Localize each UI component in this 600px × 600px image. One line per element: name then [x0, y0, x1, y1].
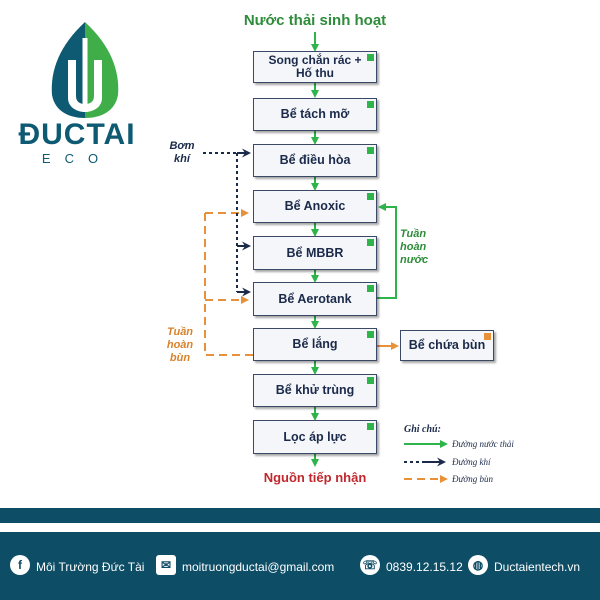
- step-song-chan-rac: Song chắn rác + Hố thu: [253, 51, 377, 83]
- logo-mark: [51, 22, 119, 118]
- step-label: Lọc áp lực: [283, 429, 347, 444]
- sludge-tank: Bể chứa bùn: [400, 330, 494, 361]
- divider-band: [0, 508, 600, 523]
- globe-icon[interactable]: ◍: [468, 555, 488, 575]
- brand-sub: ECO: [41, 151, 113, 166]
- step-label: Bể khử trùng: [275, 383, 355, 397]
- step-label: Bể tách mỡ: [280, 107, 350, 121]
- flow-connectors: [203, 32, 448, 483]
- step-loc-ap-luc: Lọc áp lực: [253, 420, 377, 454]
- step-be-aerotank: Bể Aerotank: [253, 282, 377, 316]
- step-label: Bể điều hòa: [279, 153, 351, 167]
- step-label: Bể Aerotank: [278, 291, 352, 306]
- water-recycle-label: Tuần hoàn nước: [400, 228, 429, 266]
- step-be-khu-trung: Bể khử trùng: [253, 374, 377, 407]
- facebook-icon[interactable]: f: [10, 555, 30, 575]
- brand-name: ĐUCTAI: [18, 118, 136, 151]
- email-icon[interactable]: ✉: [156, 555, 176, 575]
- phone-icon[interactable]: ☏: [360, 555, 380, 575]
- footer: [0, 532, 600, 600]
- source-label: Nước thải sinh hoạt: [243, 12, 387, 29]
- legend-title: Ghi chú:: [404, 424, 441, 435]
- legend: Ghi chú: Đường nước thải Đường khí Đường…: [404, 424, 554, 494]
- step-label: Bể Anoxic: [284, 199, 346, 213]
- step-label: Bể MBBR: [286, 245, 344, 260]
- sludge-recycle-label: Tuần hoàn bùn: [166, 326, 194, 364]
- step-be-mbbr: Bể MBBR: [253, 236, 377, 270]
- legend-item-sludge: Đường bùn: [452, 474, 493, 484]
- footer-phone[interactable]: 0839.12.15.12: [386, 560, 463, 574]
- footer-website[interactable]: Ductaientech.vn: [494, 560, 581, 574]
- air-label: Bơm khí: [169, 140, 195, 165]
- step-label: Bể lắng: [292, 337, 338, 351]
- footer-facebook[interactable]: Môi Trường Đức Tài: [36, 560, 145, 574]
- legend-item-air: Đường khí: [452, 457, 491, 467]
- legend-item-water: Đường nước thải: [452, 439, 514, 449]
- output-label: Nguồn tiếp nhận: [263, 470, 367, 485]
- footer-email[interactable]: moitruongductai@gmail.com: [182, 560, 335, 574]
- step-be-lang: Bể lắng: [253, 328, 377, 361]
- step-label: Bể chứa bùn: [408, 338, 486, 352]
- step-be-anoxic: Bể Anoxic: [253, 190, 377, 223]
- step-be-tach-mo: Bể tách mỡ: [253, 98, 377, 131]
- step-be-dieu-hoa: Bể điều hòa: [253, 144, 377, 177]
- step-label: Song chắn rác + Hố thu: [268, 53, 362, 80]
